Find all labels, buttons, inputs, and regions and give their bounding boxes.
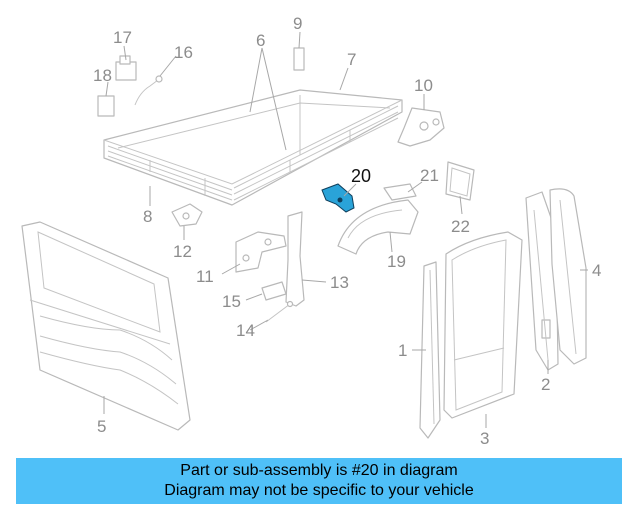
callout-2[interactable]: 2: [541, 375, 550, 394]
plate-22: [445, 161, 475, 201]
info-banner: Part or sub-assembly is #20 in diagram D…: [16, 458, 622, 504]
callout-17[interactable]: 17: [113, 28, 132, 47]
banner-line-part: Part or sub-assembly is #20 in diagram: [180, 462, 458, 479]
callout-20[interactable]: 20: [351, 166, 371, 186]
callout-1[interactable]: 1: [398, 341, 407, 360]
callout-22[interactable]: 22: [451, 217, 470, 236]
callout-16[interactable]: 16: [174, 43, 193, 62]
cab-back-panel: [21, 221, 191, 431]
small-parts-14-15: [261, 281, 294, 323]
callout-3[interactable]: 3: [480, 429, 489, 448]
bracket-21: [383, 183, 417, 201]
callout-7[interactable]: 7: [347, 50, 356, 69]
callout-12[interactable]: 12: [173, 242, 192, 261]
callout-14[interactable]: 14: [236, 321, 255, 340]
callout-19[interactable]: 19: [387, 252, 406, 271]
callout-18[interactable]: 18: [93, 66, 112, 85]
callout-5[interactable]: 5: [97, 417, 106, 436]
callout-6[interactable]: 6: [256, 31, 265, 50]
banner-line-disclaimer: Diagram may not be specific to your vehi…: [164, 482, 474, 499]
callout-21[interactable]: 21: [420, 166, 439, 185]
cargo-bed: [103, 89, 403, 206]
parts-diagram: 1 2 3 4 5 6 7 8 9 10 11 12 13 14 15 16 1…: [21, 14, 601, 448]
leader-lines: [103, 31, 588, 428]
side-panel: [443, 231, 523, 419]
part-20-highlighted[interactable]: [321, 183, 355, 213]
pillar-2: [525, 191, 559, 371]
callout-9[interactable]: 9: [293, 14, 302, 33]
wheel-house: [337, 199, 419, 255]
callout-8[interactable]: 8: [143, 207, 152, 226]
callout-15[interactable]: 15: [222, 292, 241, 311]
callout-11[interactable]: 11: [196, 267, 214, 286]
rear-corner-panel: [549, 188, 587, 365]
callout-13[interactable]: 13: [330, 273, 349, 292]
brackets-top-left: [97, 47, 305, 117]
callout-4[interactable]: 4: [592, 261, 601, 280]
bracket-12: [171, 203, 203, 227]
hinge-assembly: [235, 231, 287, 273]
callout-10[interactable]: 10: [414, 76, 433, 95]
pillar-1: [419, 261, 441, 439]
pillar-13: [285, 211, 305, 307]
callout-labels: 1 2 3 4 5 6 7 8 9 10 11 12 13 14 15 16 1…: [93, 14, 601, 448]
latch-assembly: [397, 107, 445, 147]
